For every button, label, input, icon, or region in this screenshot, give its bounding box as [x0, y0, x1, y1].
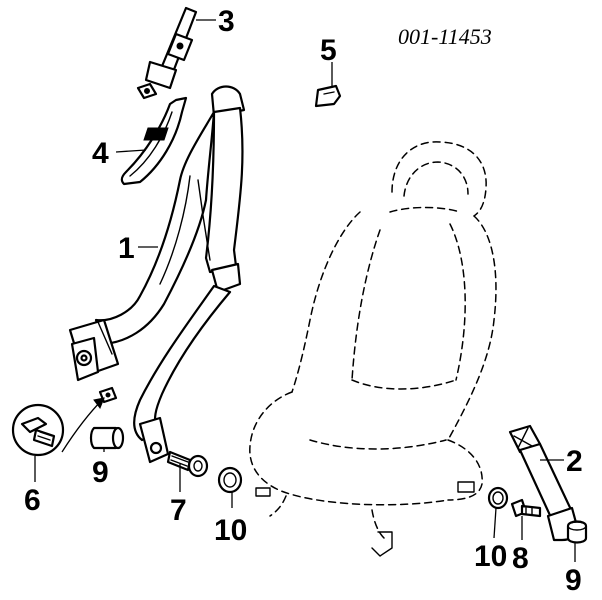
callout-1: 1	[118, 232, 135, 265]
callout-9-right: 9	[565, 564, 582, 597]
callout-7: 7	[170, 494, 187, 527]
callout-10-left: 10	[214, 514, 247, 547]
seat-belt-assembly-part	[68, 85, 246, 464]
reference-number: 001-11453	[398, 24, 492, 49]
callout-3: 3	[218, 5, 235, 38]
seat-outline	[249, 141, 497, 557]
grommet-part-right	[487, 486, 509, 510]
callout-9-left: 9	[92, 456, 109, 489]
callout-5: 5	[320, 34, 337, 67]
spacer-part-left	[89, 426, 125, 450]
buckle-stalk-part	[508, 424, 580, 542]
height-adjuster-part	[136, 6, 198, 100]
trim-cover-part	[120, 96, 188, 186]
leader-lines	[34, 19, 576, 562]
callout-4: 4	[92, 137, 109, 170]
callouts: 3 5 4 1 2 6 9 7 10 10 8 9	[24, 5, 583, 597]
anchor-bolt-part	[166, 450, 209, 478]
spacer-part-right	[566, 520, 588, 544]
callout-2: 2	[566, 445, 583, 478]
callout-8: 8	[512, 542, 529, 575]
callout-10-right: 10	[474, 540, 507, 573]
mounting-bolt-detail	[11, 397, 105, 457]
grommet-part-left	[217, 466, 243, 494]
clip-part	[314, 84, 342, 108]
buckle-bolt-part	[510, 498, 542, 518]
callout-6: 6	[24, 484, 41, 517]
